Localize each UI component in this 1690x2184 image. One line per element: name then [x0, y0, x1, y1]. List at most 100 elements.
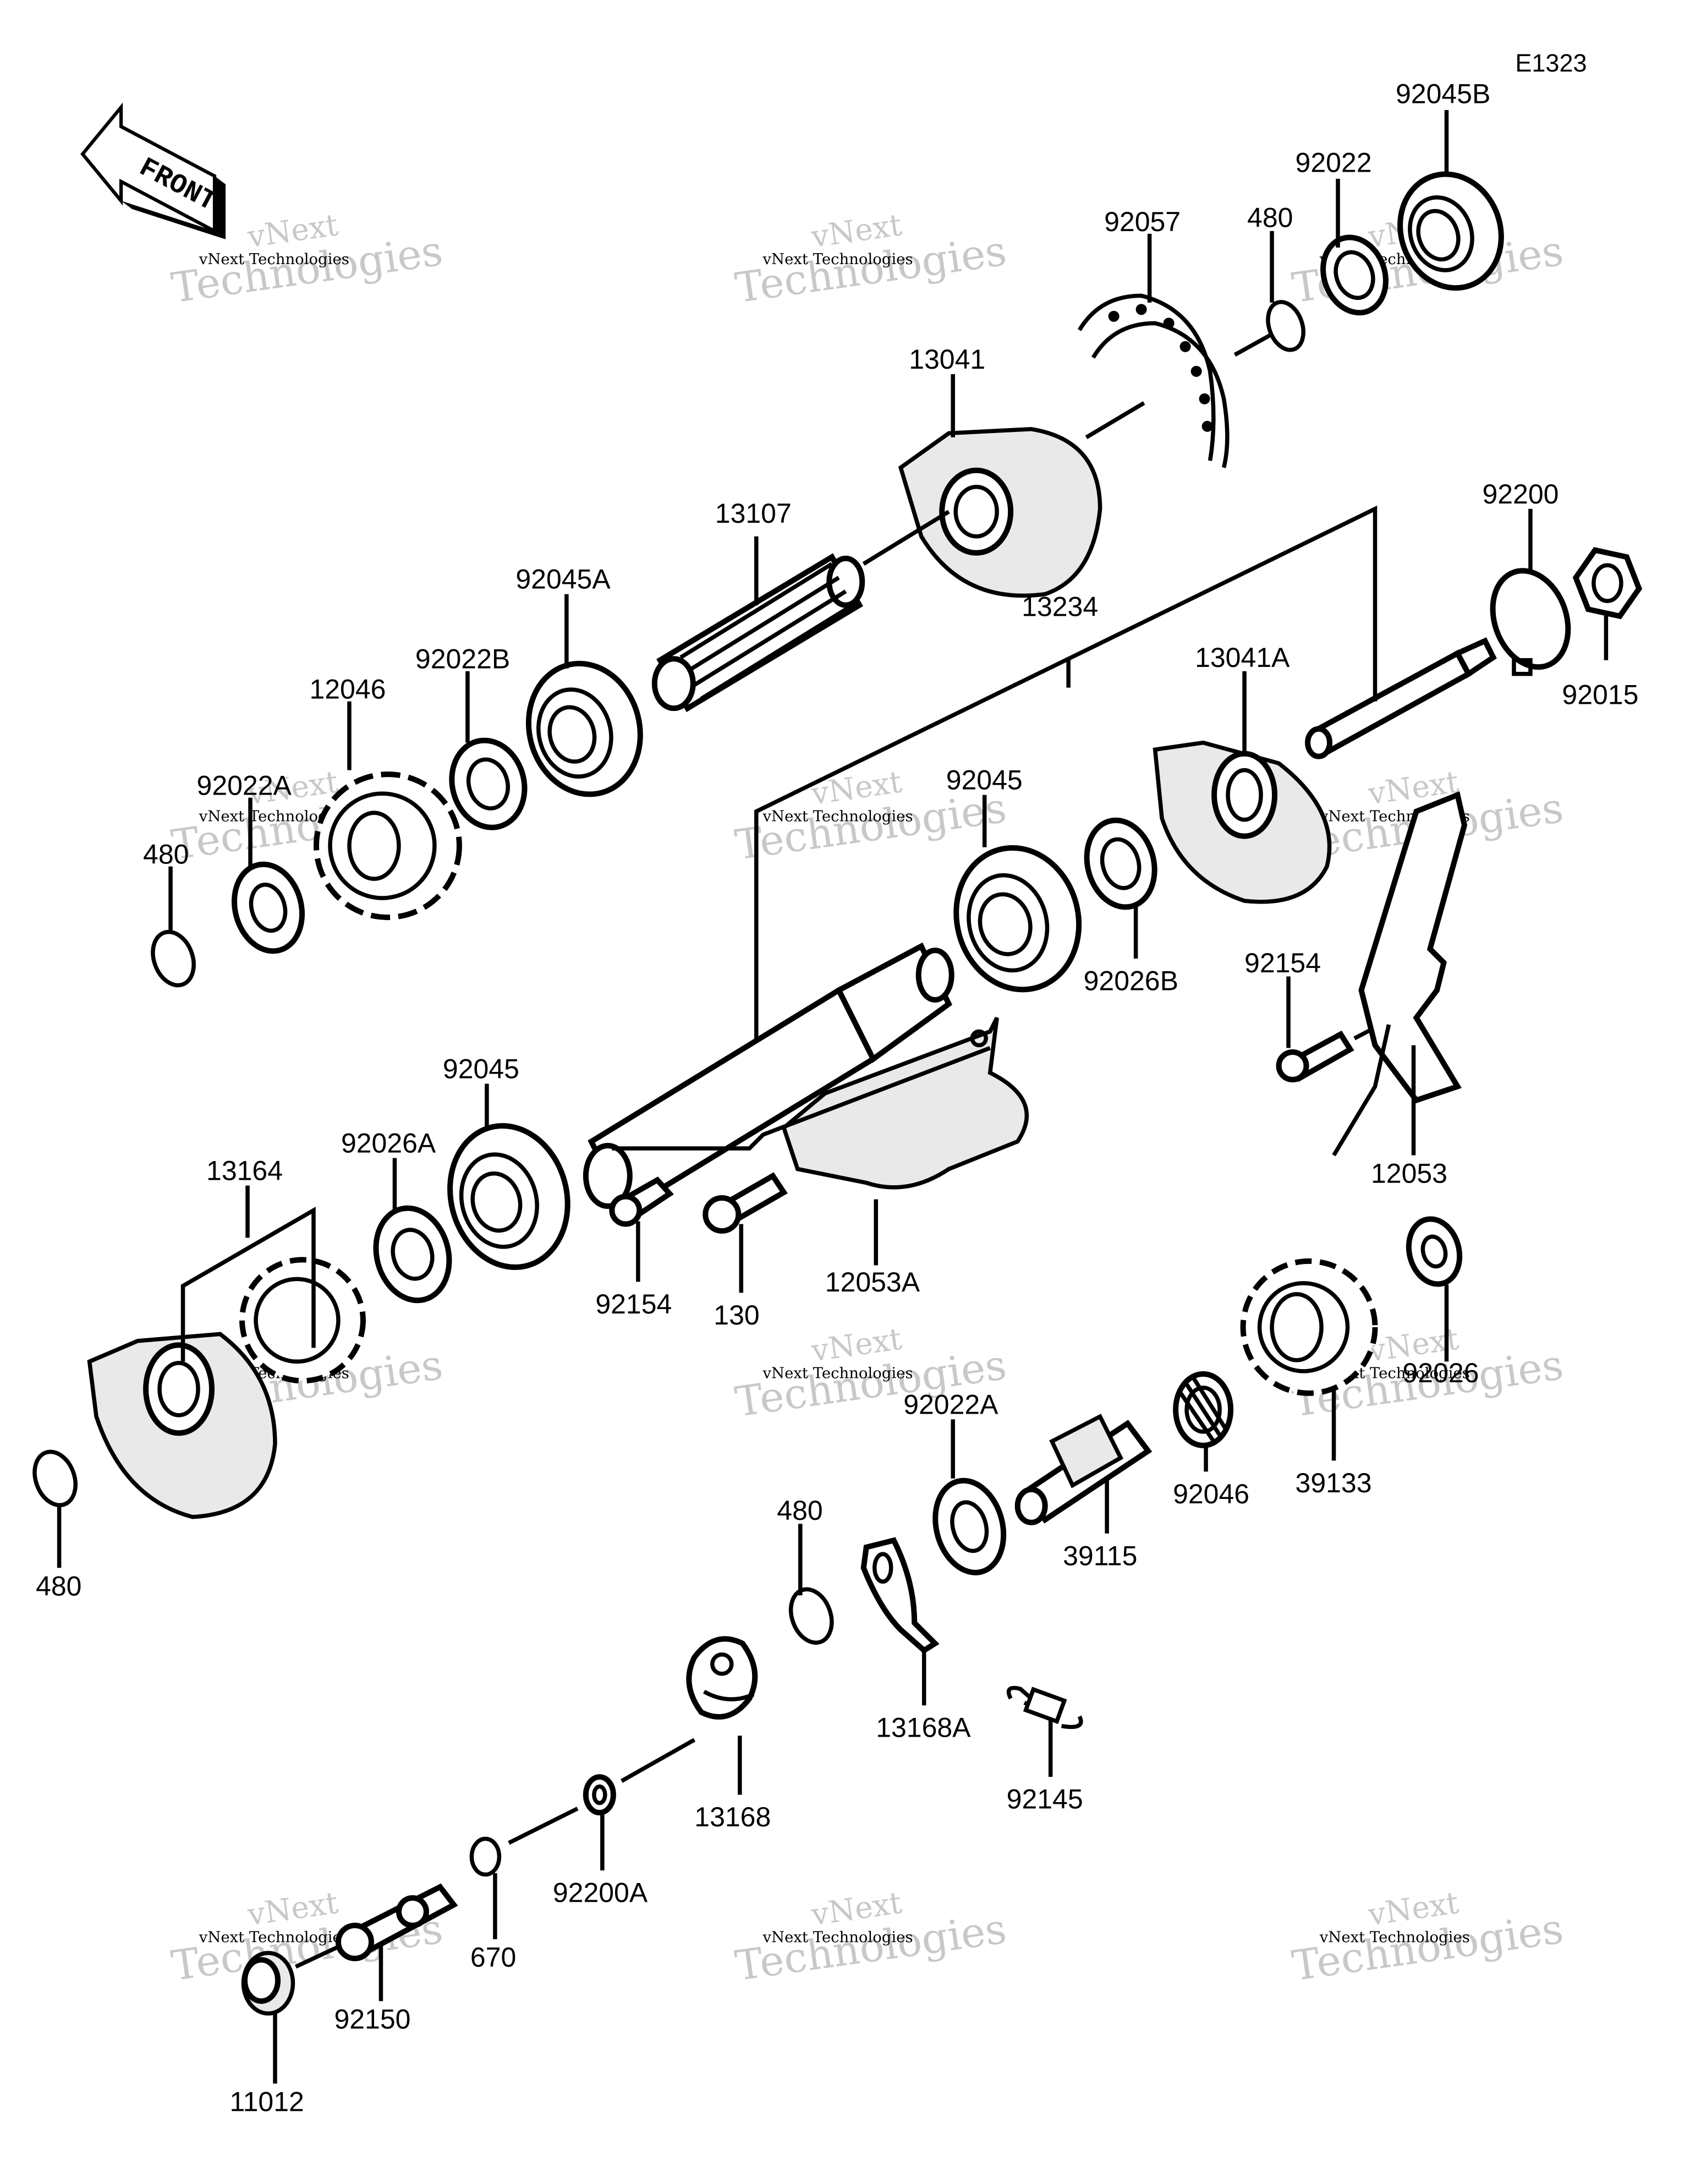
- part-92046-needle-bearing: [1173, 1371, 1234, 1448]
- label-92200A: 92200A: [553, 1878, 648, 1908]
- part-480-circlip-top: [1266, 300, 1305, 352]
- part-11012-cap: [241, 1951, 295, 2016]
- label-92022A-low: 92022A: [903, 1389, 998, 1420]
- diagram-code: E1323: [1515, 49, 1587, 77]
- label-92145: 92145: [1007, 1784, 1083, 1815]
- label-11012: 11012: [230, 2087, 304, 2117]
- part-92022A-washer-left: [231, 861, 305, 954]
- part-92026B-washer: [1084, 817, 1157, 910]
- label-480-mid: 480: [777, 1495, 822, 1526]
- label-92046: 92046: [1173, 1479, 1249, 1509]
- part-92200A-washer: [583, 1774, 616, 1816]
- part-92154-bolt-right: [1276, 1030, 1354, 1083]
- svg-text:vNext Technologies: vNext Technologies: [762, 250, 913, 268]
- label-12053: 12053: [1371, 1158, 1447, 1189]
- part-13041A-hub: [1153, 740, 1332, 904]
- label-13234: 13234: [1022, 592, 1098, 622]
- part-92026-washer: [1406, 1216, 1463, 1287]
- label-92150: 92150: [334, 2004, 410, 2035]
- part-labels: 92045B 92022 92057 480 13041 13107 13234…: [36, 78, 1638, 2117]
- part-13041-hub: [898, 427, 1102, 598]
- part-12053A-shift-fork: [781, 1016, 1029, 1190]
- svg-text:vNext Technologies: vNext Technologies: [762, 1928, 913, 1946]
- leader-fork: [612, 1046, 991, 1151]
- label-480-top: 480: [1247, 202, 1293, 233]
- part-13168-lever: [686, 1636, 758, 1720]
- label-13041: 13041: [909, 344, 985, 375]
- label-39115: 39115: [1063, 1540, 1137, 1571]
- part-480-circlip-bottom-left: [32, 1449, 78, 1508]
- leader-hub-chain: [1085, 401, 1145, 440]
- part-13164-sprocket: [239, 1257, 366, 1384]
- part-92026A-washer: [373, 1205, 452, 1304]
- part-39133-sprocket: [1240, 1258, 1378, 1396]
- part-92154-bolt-low: [609, 1176, 674, 1227]
- part-92150-bolt: [335, 1883, 458, 1962]
- label-92026B: 92026B: [1084, 966, 1178, 997]
- part-12046-sprocket: [313, 771, 462, 921]
- part-480-circlip-mid: [788, 1587, 834, 1645]
- part-92045A-bearing: [525, 660, 643, 797]
- label-92022A-left: 92022A: [197, 770, 292, 801]
- label-12053A: 12053A: [825, 1267, 920, 1298]
- label-92154-low: 92154: [595, 1289, 672, 1320]
- svg-text:vNext Technologies: vNext Technologies: [762, 807, 913, 825]
- label-480-bottom-left: 480: [36, 1570, 81, 1601]
- label-92045A: 92045A: [515, 564, 611, 595]
- part-12053-plate: [1332, 791, 1468, 1157]
- label-92022: 92022: [1296, 147, 1372, 178]
- label-92057: 92057: [1104, 206, 1181, 237]
- label-13107: 13107: [715, 498, 792, 529]
- part-92022A-washer-low: [932, 1477, 1007, 1575]
- label-13168A: 13168A: [876, 1712, 971, 1743]
- watermark: vNext Technologies vNext Technologies: [732, 1885, 1009, 1990]
- part-92022-washer: [1320, 234, 1389, 316]
- part-670-o-ring: [469, 1836, 502, 1877]
- part-92015-nut: [1572, 547, 1643, 620]
- label-92200: 92200: [1482, 479, 1559, 510]
- part-shift-rod: [1305, 637, 1497, 759]
- part-92045B-bearing: [1397, 171, 1504, 291]
- label-13041A: 13041A: [1195, 642, 1290, 673]
- label-670: 670: [470, 1942, 516, 1973]
- part-92045-bearing-low: [447, 1123, 570, 1270]
- label-92045-mid: 92045: [946, 765, 1023, 796]
- label-92026A: 92026A: [341, 1127, 436, 1158]
- label-130: 130: [714, 1300, 759, 1331]
- part-92145-spring: [1006, 1685, 1083, 1729]
- part-130-bolt: [703, 1172, 788, 1234]
- part-92057-chain: [1077, 293, 1230, 468]
- part-13107-spline-shaft: [651, 553, 865, 713]
- part-92022B-washer: [449, 737, 528, 830]
- part-13168A-lever: [860, 1537, 940, 1654]
- leader-lines: [57, 110, 1609, 2084]
- label-92045-low: 92045: [443, 1054, 519, 1085]
- bracket-13164: [180, 1206, 316, 1362]
- label-92026: 92026: [1402, 1358, 1479, 1388]
- label-92015: 92015: [1562, 680, 1638, 710]
- part-39115-shaft: [1014, 1414, 1153, 1525]
- part-480-circlip-left: [151, 929, 196, 988]
- part-13234-main-shaft: [583, 942, 954, 1214]
- leader-shaft-hub: [862, 510, 950, 566]
- label-92022B: 92022B: [415, 644, 510, 675]
- svg-text:vNext Technologies: vNext Technologies: [199, 1928, 349, 1946]
- label-12046: 12046: [309, 674, 386, 705]
- label-480-left: 480: [143, 839, 189, 870]
- bracket-13234: [754, 505, 1378, 1046]
- part-13164-hub: [87, 1332, 277, 1519]
- label-92154-right: 92154: [1244, 948, 1321, 978]
- svg-text:vNext Technologies: vNext Technologies: [762, 1365, 913, 1382]
- part-92200-washer: [1490, 568, 1571, 676]
- svg-text:vNext Technologies: vNext Technologies: [199, 250, 349, 268]
- svg-text:vNext Technologies: vNext Technologies: [1319, 1928, 1470, 1946]
- leader-chain-clip: [1233, 332, 1273, 357]
- label-39133: 39133: [1296, 1468, 1372, 1498]
- label-13168: 13168: [694, 1802, 771, 1832]
- part-92045-bearing-mid: [953, 845, 1082, 993]
- front-arrow-icon: FRONT: [80, 102, 226, 239]
- watermark: vNext Technologies vNext Technologies: [1289, 1885, 1566, 1990]
- label-13164: 13164: [206, 1155, 283, 1186]
- label-92045B: 92045B: [1396, 78, 1490, 109]
